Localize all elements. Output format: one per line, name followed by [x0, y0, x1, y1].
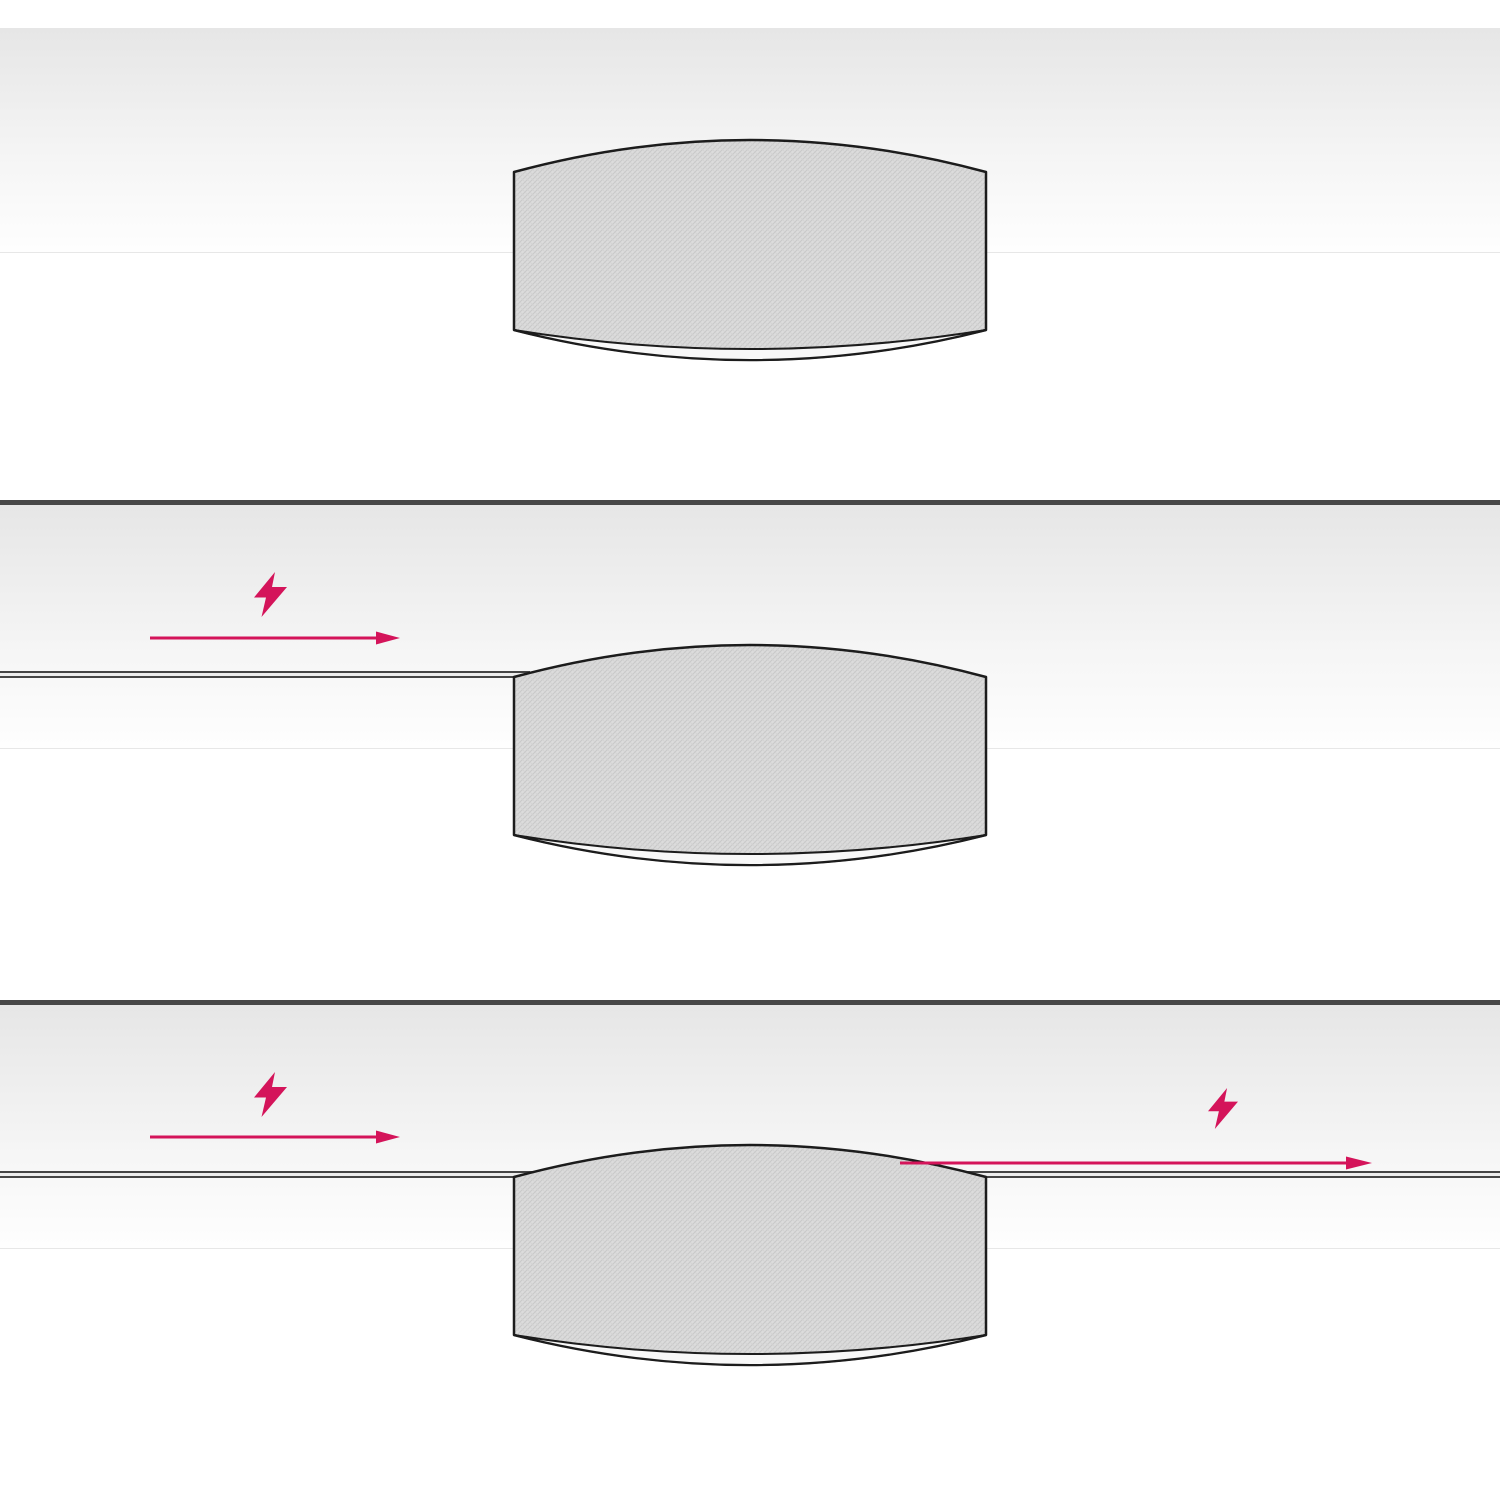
drum-lampshade-illustration: [512, 643, 988, 867]
panel-divider: [0, 1000, 1500, 1005]
drum-lampshade-illustration: [512, 138, 988, 362]
panel-power-from-left: [0, 500, 1500, 1000]
panel-flush-mount: [0, 0, 1500, 500]
power-cable-left: [0, 671, 530, 678]
current-direction-arrow: [150, 631, 400, 645]
panel-pass-through: [0, 1000, 1500, 1500]
electricity-bolt-icon: [1208, 1088, 1238, 1129]
electricity-bolt-icon: [254, 572, 287, 617]
electricity-bolt-icon: [254, 1072, 287, 1117]
current-direction-arrow: [150, 1130, 400, 1144]
panel-divider: [0, 500, 1500, 505]
drum-lampshade-illustration: [512, 1143, 988, 1367]
current-direction-arrow: [900, 1156, 1372, 1170]
